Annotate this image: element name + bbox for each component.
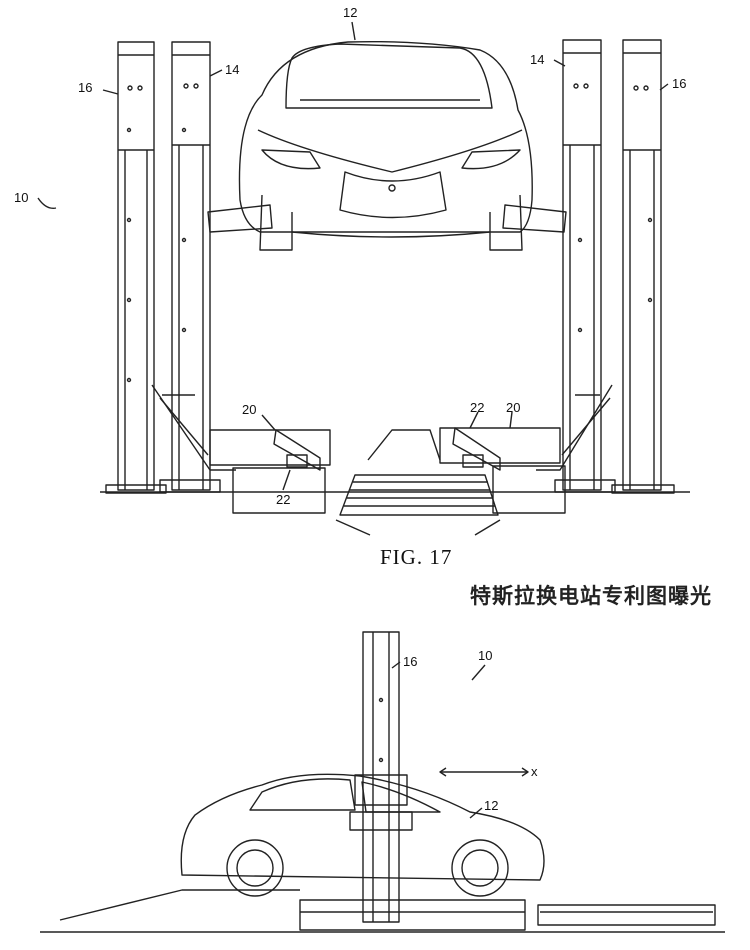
label-post-inner-right: 14 <box>530 52 545 67</box>
car-side-view <box>180 773 545 897</box>
leader-lines-bottom <box>391 661 486 819</box>
label-tray-left: 20 <box>242 402 257 417</box>
watermark-text: 特斯拉换电站专利图曝光 <box>470 584 712 608</box>
post-inner-left <box>159 41 221 493</box>
label-car-bottom: 12 <box>484 798 499 813</box>
post-outer-right <box>611 39 675 494</box>
figure-caption: FIG. 17 <box>380 545 453 569</box>
label-post-outer-right: 16 <box>672 76 687 91</box>
post-inner-right <box>554 39 616 493</box>
label-clamp-left: 22 <box>276 492 291 507</box>
platform-ramp <box>40 889 725 933</box>
lower-right-carriage <box>439 384 613 514</box>
label-car-top: 12 <box>343 5 358 20</box>
leader-lines-top <box>37 21 669 491</box>
label-system-top: 10 <box>14 190 29 205</box>
x-axis-arrow <box>439 767 529 777</box>
label-tray-right: 20 <box>506 400 521 415</box>
label-system-bottom: 10 <box>478 648 493 663</box>
label-clamp-right: 22 <box>470 400 485 415</box>
label-post-bottom: 16 <box>403 654 418 669</box>
post-outer-left <box>105 41 167 494</box>
lift-arms <box>207 204 567 233</box>
lower-left-carriage <box>151 384 331 514</box>
label-post-inner-left: 14 <box>225 62 240 77</box>
car-front-view <box>238 40 533 251</box>
label-post-outer-left: 16 <box>78 80 93 95</box>
label-axis-x: x <box>531 764 538 779</box>
battery-tray <box>335 429 501 536</box>
